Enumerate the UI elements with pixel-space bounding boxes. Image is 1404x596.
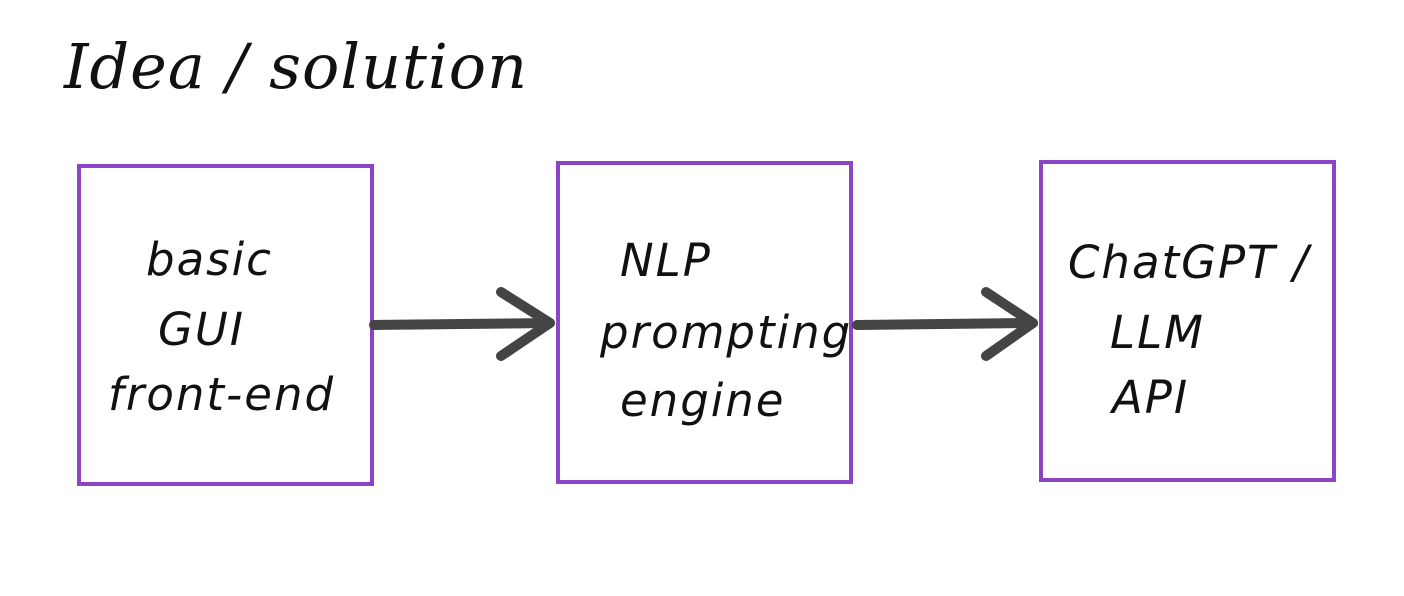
box-nlp-prompting-engine <box>556 161 853 484</box>
box-1-line-1: basic <box>146 233 273 286</box>
box-2-line-3: engine <box>620 374 786 427</box>
box-3-line-3: API <box>1112 371 1190 424</box>
arrow-right-icon <box>852 287 1038 361</box>
box-2-line-2: prompting <box>600 306 853 359</box>
box-gui-front-end <box>77 164 374 486</box>
box-1-line-2: GUI <box>158 303 246 356</box>
box-chatgpt-llm-api <box>1039 160 1336 482</box>
arrow-right-icon <box>369 287 555 361</box>
box-3-line-2: LLM <box>1110 306 1205 359</box>
box-3-line-1: ChatGPT / <box>1068 236 1311 289</box>
box-2-line-1: NLP <box>620 234 712 287</box>
box-1-line-3: front-end <box>108 368 336 421</box>
diagram-title: Idea / solution <box>64 30 529 103</box>
